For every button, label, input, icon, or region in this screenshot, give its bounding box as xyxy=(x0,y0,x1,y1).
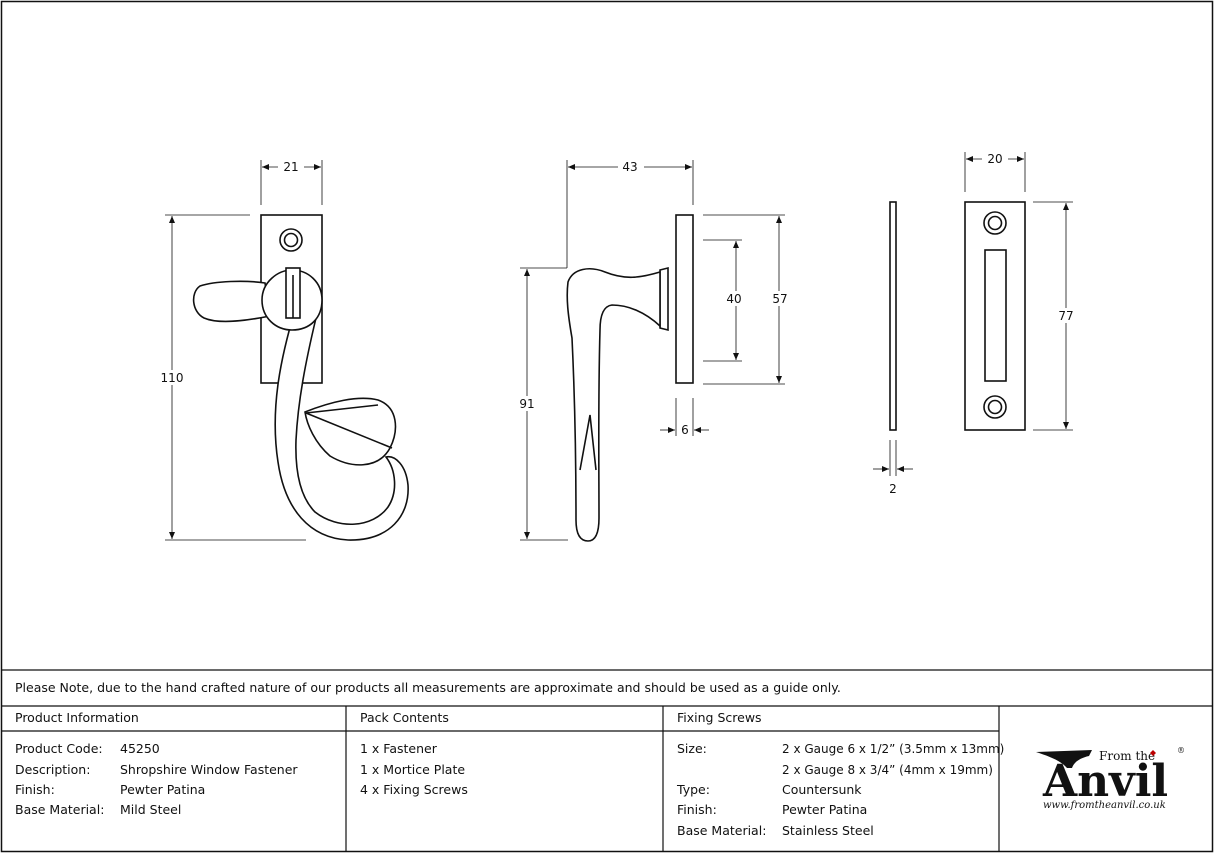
pack-item-fixing-screws: 4 x Fixing Screws xyxy=(360,782,468,797)
front-view xyxy=(192,214,409,541)
pack-item-mortice-plate: 1 x Mortice Plate xyxy=(360,762,466,777)
finish-value: Pewter Patina xyxy=(120,782,206,797)
info-table-lines xyxy=(1,669,1213,852)
side-plate-inner-label: 40 xyxy=(726,292,741,306)
screw-type-value: Countersunk xyxy=(782,782,862,797)
mortice-slot xyxy=(984,249,1007,382)
side-dimensions xyxy=(520,160,785,541)
pack-item-fastener: 1 x Fastener xyxy=(360,741,437,756)
mortice-hole-top-inner xyxy=(987,215,1003,231)
side-plate-thickness-label: 6 xyxy=(681,423,689,437)
description-value: Shropshire Window Fastener xyxy=(120,762,298,777)
front-handle xyxy=(192,267,409,541)
side-view xyxy=(566,214,694,542)
disclaimer-note: Please Note, due to the hand crafted nat… xyxy=(15,680,841,695)
screw-type-label: Type: xyxy=(677,782,710,797)
logo-from-the: From the xyxy=(1099,749,1155,763)
side-handle xyxy=(566,268,661,542)
product-code-label: Product Code: xyxy=(15,741,103,756)
screw-size-label: Size: xyxy=(677,741,707,756)
handle-tail xyxy=(274,308,409,541)
logo-name: Anvil xyxy=(1042,756,1168,807)
front-screw-hole-inner xyxy=(283,232,299,248)
leaf-vein-2 xyxy=(305,404,379,414)
logo-url: www.fromtheanvil.co.uk xyxy=(1043,800,1166,811)
screw-finish-value: Pewter Patina xyxy=(782,802,868,817)
pack-contents-header: Pack Contents xyxy=(360,710,449,725)
logo-diamond-icon xyxy=(1150,750,1156,756)
handle-arm xyxy=(192,280,271,323)
front-screw-hole-outer xyxy=(279,228,303,252)
side-depth-label: 43 xyxy=(622,160,637,174)
screw-finish-label: Finish: xyxy=(677,802,717,817)
mortice-thickness-label: 2 xyxy=(889,482,897,496)
side-height-label: 91 xyxy=(519,397,534,411)
mortice-hole-bottom-inner xyxy=(987,399,1003,415)
logo-anvil-icon xyxy=(1036,750,1092,768)
side-plate xyxy=(675,214,694,384)
screw-size-value-2: 2 x Gauge 8 x 3/4” (4mm x 19mm) xyxy=(782,763,993,777)
finish-label: Finish: xyxy=(15,782,55,797)
side-collar xyxy=(659,266,669,332)
fixing-screws-header: Fixing Screws xyxy=(677,710,762,725)
side-plate-outer-label: 57 xyxy=(772,292,787,306)
anvil-logo: From the ® Anvil www.fromtheanvil.co.uk xyxy=(1036,746,1185,811)
mortice-height-label: 77 xyxy=(1058,309,1073,323)
front-height-label: 110 xyxy=(161,371,184,385)
base-material-value: Mild Steel xyxy=(120,802,182,817)
front-width-label: 21 xyxy=(283,160,298,174)
screw-size-value-1: 2 x Gauge 6 x 1/2” (3.5mm x 13mm) xyxy=(782,742,1005,756)
mortice-plate-face-view xyxy=(964,201,1026,431)
mortice-plate-edge-view xyxy=(889,201,897,431)
logo-registered-mark: ® xyxy=(1177,746,1185,755)
mortice-edge-dimensions xyxy=(873,440,913,476)
side-leaf-edge xyxy=(579,414,597,471)
product-code-value: 45250 xyxy=(120,741,160,756)
screw-material-value: Stainless Steel xyxy=(782,823,874,838)
screw-material-label: Base Material: xyxy=(677,823,767,838)
base-material-label: Base Material: xyxy=(15,802,105,817)
leaf-vein-1 xyxy=(305,412,393,449)
description-label: Description: xyxy=(15,762,91,777)
product-info-header: Product Information xyxy=(15,710,139,725)
mortice-width-label: 20 xyxy=(987,152,1002,166)
